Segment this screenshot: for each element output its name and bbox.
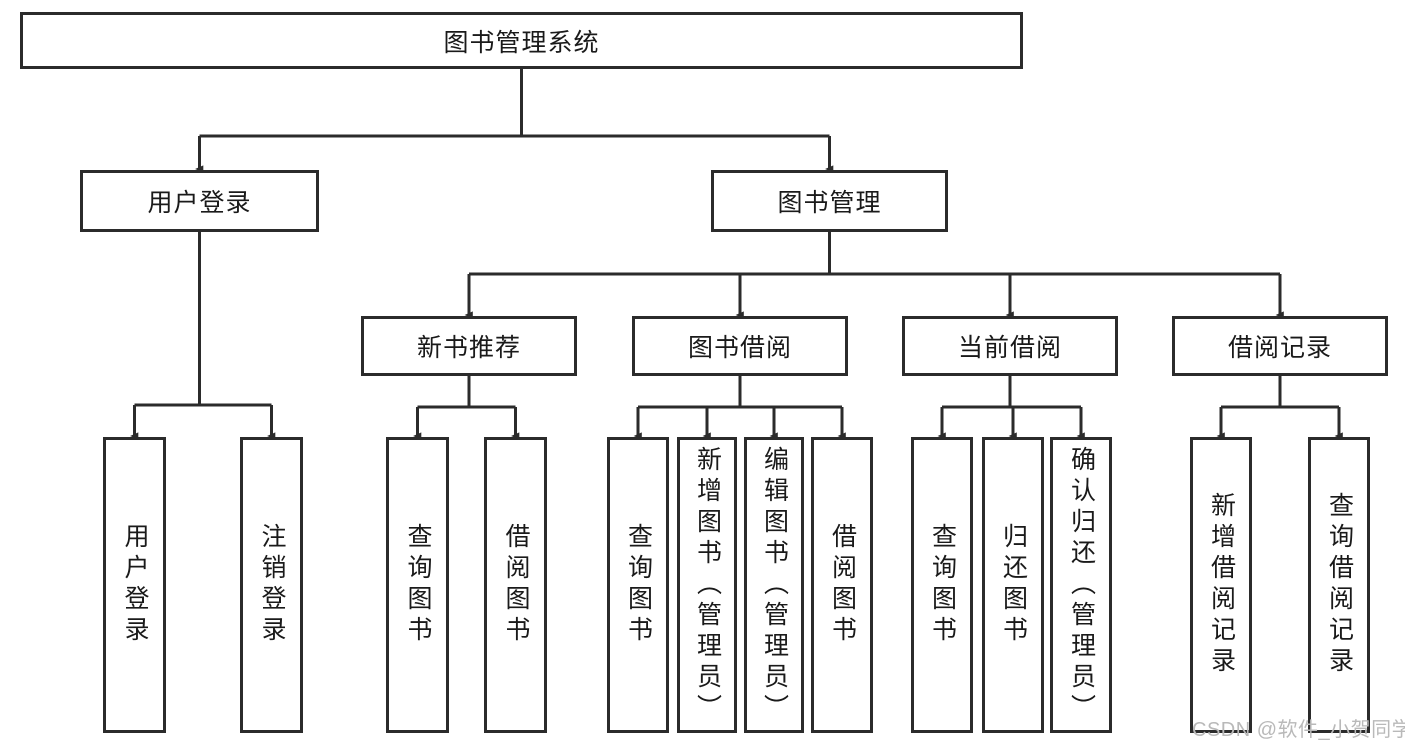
- node-leaf-query-book-2[interactable]: 查询图书: [607, 437, 669, 733]
- node-new-book-recommend[interactable]: 新书推荐: [361, 316, 577, 376]
- node-leaf-edit-book[interactable]: 编辑图书（管理员）: [744, 437, 804, 733]
- node-book-manage-label: 图书管理: [777, 189, 882, 217]
- node-leaf-add-book[interactable]: 新增图书（管理员）: [677, 437, 737, 733]
- node-leaf-confirm-return-label: 确认归还（管理员）: [1067, 445, 1096, 725]
- node-leaf-edit-book-label: 编辑图书（管理员）: [760, 445, 789, 725]
- node-leaf-logout-label: 注销登录: [258, 523, 286, 647]
- node-new-book-recommend-label: 新书推荐: [416, 334, 521, 362]
- node-leaf-user-login[interactable]: 用户登录: [103, 437, 166, 733]
- node-root[interactable]: 图书管理系统: [20, 12, 1023, 69]
- node-leaf-return-book[interactable]: 归还图书: [982, 437, 1044, 733]
- node-leaf-user-login-label: 用户登录: [121, 523, 149, 647]
- node-user-login-label: 用户登录: [147, 189, 252, 217]
- node-book-borrow[interactable]: 图书借阅: [632, 316, 848, 376]
- node-leaf-add-record-label: 新增借阅记录: [1207, 492, 1236, 678]
- node-book-borrow-label: 图书借阅: [687, 334, 792, 362]
- node-user-login[interactable]: 用户登录: [80, 170, 319, 232]
- node-leaf-borrow-book-1-label: 借阅图书: [502, 523, 530, 647]
- node-leaf-query-book-1[interactable]: 查询图书: [386, 437, 449, 733]
- node-leaf-add-book-label: 新增图书（管理员）: [693, 445, 722, 725]
- node-leaf-borrow-book-2[interactable]: 借阅图书: [811, 437, 873, 733]
- node-leaf-query-record-label: 查询借阅记录: [1325, 492, 1354, 678]
- node-leaf-borrow-book-1[interactable]: 借阅图书: [484, 437, 547, 733]
- node-leaf-query-book-3[interactable]: 查询图书: [911, 437, 973, 733]
- node-root-label: 图书管理系统: [443, 28, 600, 57]
- node-leaf-add-record[interactable]: 新增借阅记录: [1190, 437, 1252, 733]
- node-borrow-record[interactable]: 借阅记录: [1172, 316, 1388, 376]
- node-current-borrow[interactable]: 当前借阅: [902, 316, 1118, 376]
- node-leaf-logout[interactable]: 注销登录: [240, 437, 303, 733]
- node-book-manage[interactable]: 图书管理: [711, 170, 948, 232]
- node-current-borrow-label: 当前借阅: [957, 334, 1062, 362]
- node-leaf-query-book-2-label: 查询图书: [624, 523, 653, 647]
- node-leaf-borrow-book-2-label: 借阅图书: [828, 523, 857, 647]
- node-borrow-record-label: 借阅记录: [1227, 334, 1332, 362]
- node-leaf-query-book-1-label: 查询图书: [404, 523, 432, 647]
- node-leaf-query-record[interactable]: 查询借阅记录: [1308, 437, 1370, 733]
- node-leaf-query-book-3-label: 查询图书: [928, 523, 957, 647]
- node-leaf-return-book-label: 归还图书: [999, 523, 1028, 647]
- node-leaf-confirm-return[interactable]: 确认归还（管理员）: [1050, 437, 1112, 733]
